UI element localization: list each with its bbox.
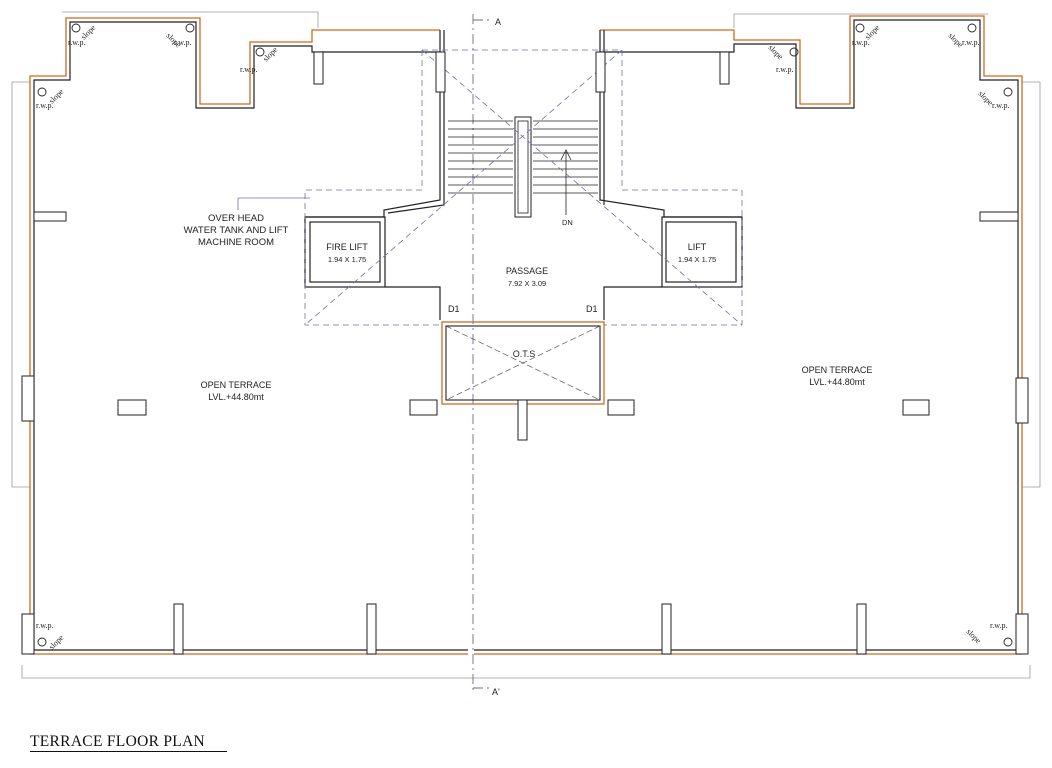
rwp-label: r.w.p. [36, 621, 53, 630]
overhead-label-line3: MACHINE ROOM [198, 237, 274, 248]
overhead-label-line1: OVER HEAD [208, 213, 264, 224]
ots-shaft [441, 321, 605, 405]
open-terrace-left-label: OPEN TERRACE [201, 380, 272, 390]
columns [21, 51, 1029, 655]
rwp-label: r.w.p. [992, 101, 1009, 110]
door-label-left: D1 [448, 304, 460, 314]
rwp-label: r.w.p. [990, 621, 1007, 630]
outer-projection-lines [11, 11, 1041, 679]
lift-label: LIFT [688, 242, 707, 252]
door-label-right: D1 [586, 304, 598, 314]
title-underline [30, 751, 227, 752]
rwp-labels: r.w.p. r.w.p. r.w.p. r.w.p. r.w.p. r.w.p… [36, 38, 1009, 630]
rwp-label: r.w.p. [852, 38, 869, 47]
stair-treads [448, 116, 598, 218]
rwp-label: r.w.p. [174, 38, 191, 47]
open-terrace-left-level: LVL.+44.80mt [208, 392, 264, 402]
slope-label: slope [47, 633, 66, 652]
open-terrace-right-label: OPEN TERRACE [802, 365, 873, 375]
stair-direction-label: DN [562, 218, 573, 227]
left-wing-outline [29, 17, 468, 655]
passage-label: PASSAGE [506, 266, 548, 276]
core-walls [304, 30, 743, 320]
section-marker-bottom: A' [492, 687, 500, 697]
slope-label: slope [47, 87, 66, 106]
passage-dims: 7.92 X 3.09 [508, 279, 546, 288]
rwp-label: r.w.p. [776, 65, 793, 74]
drawing-title: TERRACE FLOOR PLAN [30, 733, 206, 750]
fire-lift-label: FIRE LIFT [326, 242, 368, 252]
overhead-label-line2: WATER TANK AND LIFT [184, 225, 289, 236]
rwp-markers [37, 23, 1013, 647]
ots-label: O.T.S [513, 349, 536, 359]
section-marker-top: A [495, 17, 501, 27]
right-wing-outline [474, 15, 1023, 655]
overhead-projection [304, 49, 743, 326]
slope-label: slope [79, 23, 98, 42]
slope-label: slope [863, 23, 882, 42]
rwp-label: r.w.p. [240, 65, 257, 74]
rwp-label: r.w.p. [36, 101, 53, 110]
slope-label: slope [261, 45, 280, 64]
open-terrace-right-level: LVL.+44.80mt [809, 377, 865, 387]
rwp-label: r.w.p. [962, 38, 979, 47]
slope-label: slope [965, 627, 984, 646]
slope-label: slope [767, 43, 786, 62]
lift-dims: 1.94 X 1.75 [678, 255, 716, 264]
section-line [472, 14, 493, 692]
rwp-label: r.w.p. [68, 38, 85, 47]
fire-lift-dims: 1.94 X 1.75 [328, 255, 366, 264]
